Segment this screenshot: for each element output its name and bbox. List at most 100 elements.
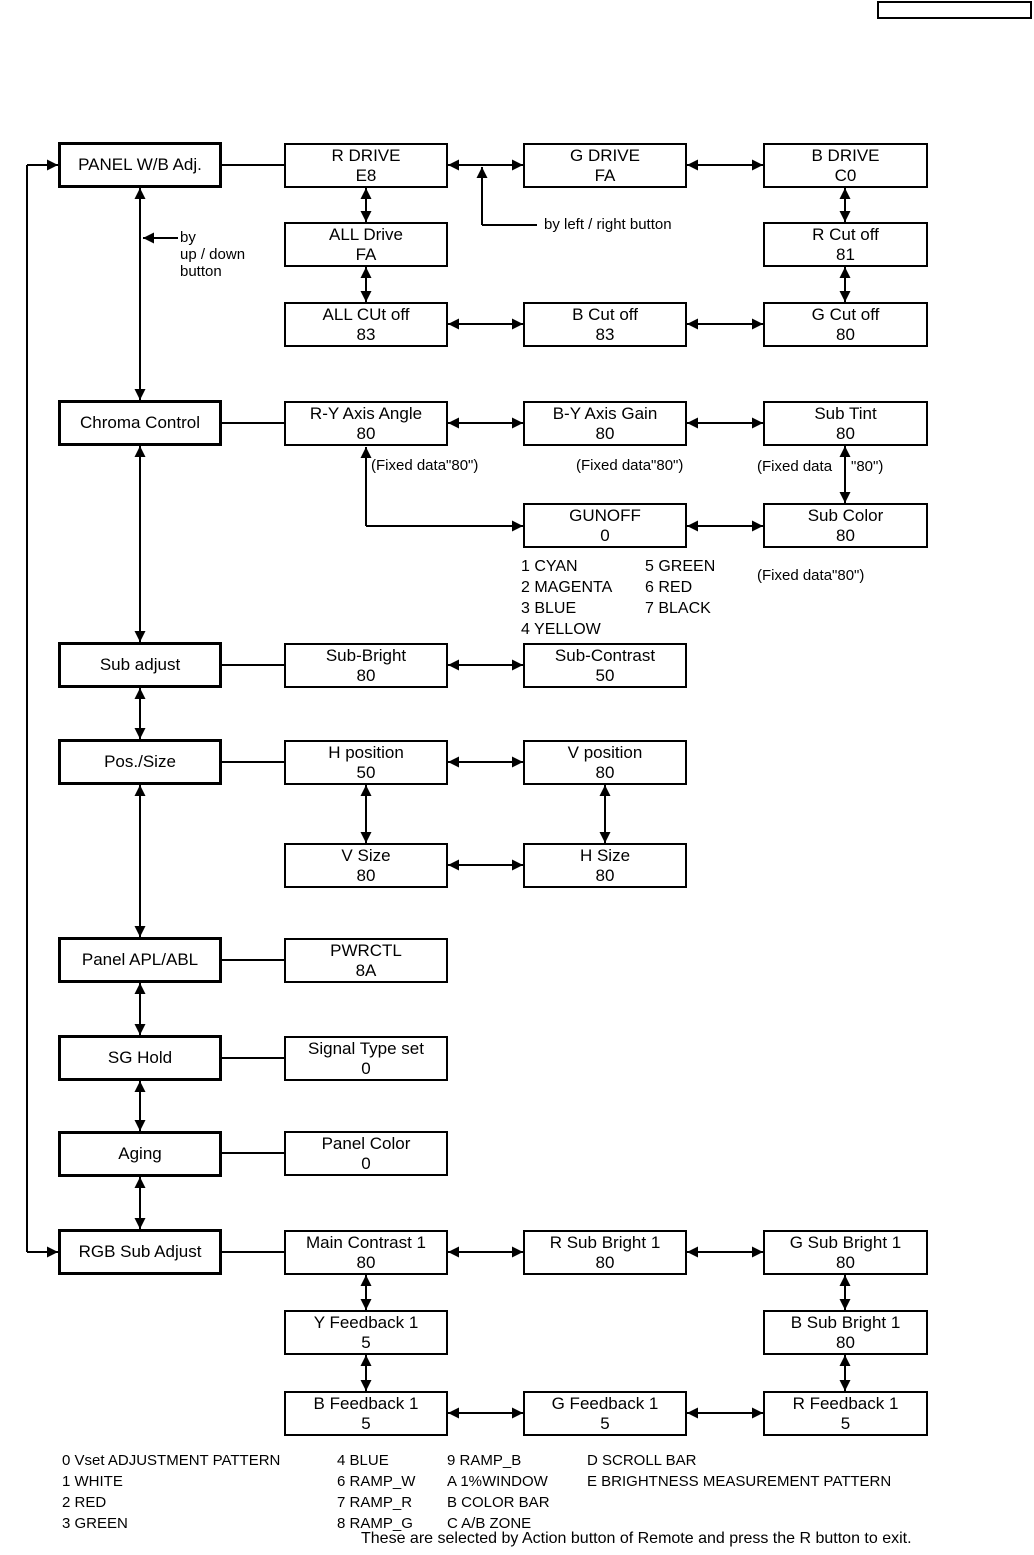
gunoff-legend-item: 2 MAGENTA [521,579,613,596]
node-label: V position [567,742,643,762]
legend-item: 2 RED [62,1494,107,1511]
pattern-legend-col3: 9 RAMP_B A 1%WINDOW B COLOR BAR C A/B ZO… [447,1450,550,1534]
pattern-legend-col2: 4 BLUE 6 RAMP_W 7 RAMP_R 8 RAMP_G [337,1450,415,1534]
menu-sg-hold: SG Hold [58,1035,222,1081]
legend-item: 4 BLUE [337,1452,389,1469]
node-value: FA [594,165,616,185]
legend-item: 8 RAMP_G [337,1515,413,1532]
node-label: Sub Color [807,505,884,525]
gunoff-legend-item: 3 BLUE [521,600,577,617]
gunoff-legend-item: 5 GREEN [645,558,716,575]
gunoff-legend-item: 7 BLACK [645,600,711,617]
note-line: button [180,263,222,280]
pattern-legend-col4: D SCROLL BAR E BRIGHTNESS MEASUREMENT PA… [587,1450,891,1492]
node-label: ALL CUt off [322,304,410,324]
plain-connector-lines [26,164,537,1253]
menu-panel-wb-adj: PANEL W/B Adj. [58,142,222,188]
node-value: FA [355,244,377,264]
menu-sub-adjust: Sub adjust [58,642,222,688]
node-value: 83 [595,324,615,344]
node-value: 80 [836,324,855,344]
menu-label: SG Hold [107,1048,173,1067]
node-value: 80 [836,525,855,545]
gunoff-legend-item: 6 RED [645,579,693,596]
node-value: 81 [836,244,855,264]
legend-item: 1 WHITE [62,1473,123,1490]
menu-rgb-sub-adjust: RGB Sub Adjust [58,1229,222,1275]
fixed-data-note-by: (Fixed data"80") [576,457,684,474]
legend-item: D SCROLL BAR [587,1452,697,1469]
legend-item: 6 RAMP_W [337,1473,416,1490]
node-label: G Sub Bright 1 [789,1232,902,1252]
fixed-data-note-color: (Fixed data"80") [757,567,865,584]
legend-item: B COLOR BAR [447,1494,550,1511]
node-value: 0 [361,1153,371,1173]
gunoff-legend-col1: 1 CYAN 2 MAGENTA 3 BLUE 4 YELLOW [521,556,612,640]
node-value: 5 [600,1413,610,1433]
node-value: 50 [595,665,615,685]
node-label: B Sub Bright 1 [790,1312,901,1332]
node-value: 80 [836,423,855,443]
node-label: R-Y Axis Angle [309,403,423,423]
node-value: 80 [356,665,376,685]
node-label: Sub Tint [814,403,877,423]
node-label: B-Y Axis Gain [552,403,658,423]
legend-item: C A/B ZONE [447,1515,532,1532]
node-value: 5 [361,1332,371,1352]
legend-item: 9 RAMP_B [447,1452,522,1469]
node-value: 0 [600,525,610,545]
pattern-legend-col1: 0 Vset ADJUSTMENT PATTERN 1 WHITE 2 RED … [62,1450,280,1534]
menu-label: Panel APL/ABL [81,950,199,969]
menu-label: Sub adjust [99,655,181,674]
node-label: Sub-Contrast [554,645,656,665]
gunoff-legend-item: 4 YELLOW [521,621,601,638]
fixed-data-note-tint-left: (Fixed data [757,458,833,475]
node-value: 80 [356,423,376,443]
node-value: 80 [836,1332,855,1352]
fixed-data-note-tint-right: "80") [851,458,884,475]
legend-item: E BRIGHTNESS MEASUREMENT PATTERN [587,1473,892,1490]
node-value: 5 [840,1413,851,1433]
node-label: GUNOFF [569,505,641,525]
gunoff-legend-col2: 5 GREEN 6 RED 7 BLACK [645,556,715,619]
node-label: ALL Drive [328,224,403,244]
node-label: R Feedback 1 [792,1393,899,1413]
node-label: V Size [341,845,391,865]
node-value: 80 [356,865,376,885]
node-value: 80 [595,865,615,885]
node-label: Signal Type set [308,1038,424,1058]
vertical-double-arrows [134,188,851,1391]
node-label: B DRIVE [811,145,880,165]
node-value: 50 [356,762,376,782]
node-value: 83 [356,324,376,344]
up-down-button-note: by up / down button [180,229,245,280]
node-label: Panel Color [321,1133,411,1153]
menu-label: Chroma Control [80,413,200,432]
legend-item: A 1%WINDOW [447,1473,548,1490]
node-label: G Cut off [811,304,880,324]
node-value: 5 [361,1413,371,1433]
single-head-arrows [27,159,523,1258]
menu-label: PANEL W/B Adj. [78,155,202,174]
node-label: H Size [579,845,631,865]
node-value: 80 [836,1252,855,1272]
